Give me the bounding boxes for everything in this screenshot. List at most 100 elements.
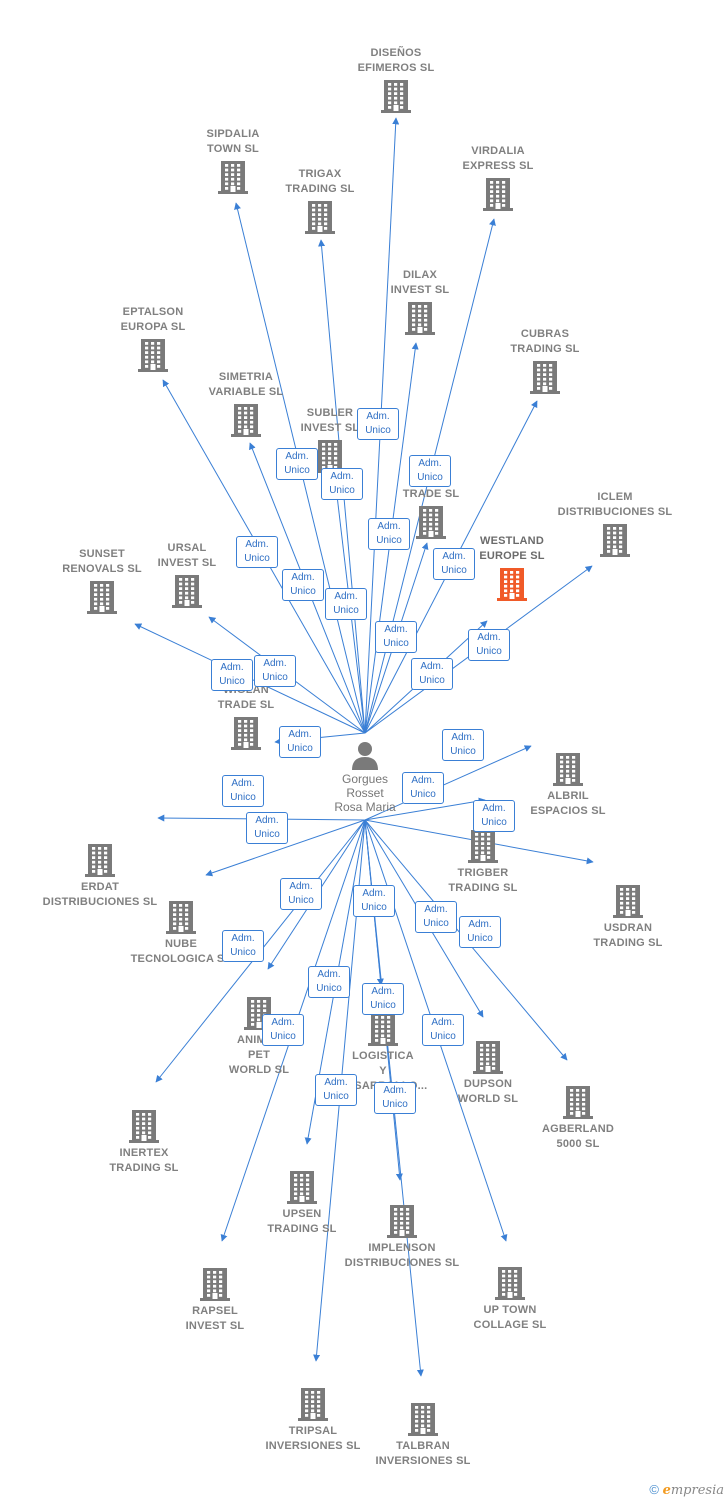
role-badge-simetria[interactable]: Adm. Unico <box>282 569 324 601</box>
company-label: DISEÑOS EFIMEROS SL <box>357 47 435 74</box>
company-trigax[interactable]: TRIGAX TRADING SL <box>255 167 385 234</box>
company-tripsal[interactable]: TRIPSAL INVERSIONES SL <box>248 1387 378 1454</box>
company-nube[interactable]: NUBE TECNOLOGICA SL <box>116 900 246 967</box>
company-upsen[interactable]: UPSEN TRADING SL <box>237 1170 367 1237</box>
role-badge-inertex[interactable]: Adm. Unico <box>222 930 264 962</box>
edge-trigber <box>364 797 486 821</box>
company-sipdalia[interactable]: SIPDALIA TOWN SL <box>168 127 298 194</box>
person-icon <box>352 742 378 770</box>
building-icon <box>563 1086 593 1119</box>
company-implenson[interactable]: IMPLENSON DISTRIBUCIONES SL <box>337 1204 467 1271</box>
company-inertex[interactable]: INERTEX TRADING SL <box>79 1109 209 1176</box>
building-icon <box>381 80 411 113</box>
role-badge-agberland[interactable]: Adm. Unico <box>459 916 501 948</box>
role-badge-dilax[interactable]: Adm. Unico <box>368 518 410 550</box>
center-person[interactable]: Gorgues Rosset Rosa Maria <box>315 740 415 814</box>
company-label: TALBRAN INVERSIONES SL <box>375 1440 471 1467</box>
role-badge-albril[interactable]: Adm. Unico <box>442 729 484 761</box>
role-badge-usdran[interactable]: Adm. Unico <box>473 800 515 832</box>
role-badge-upsen[interactable]: Adm. Unico <box>308 966 350 998</box>
building-icon <box>172 575 202 608</box>
company-wiglan[interactable]: WIGLAN TRADE SL <box>181 683 311 750</box>
role-badge-westland[interactable]: Adm. Unico <box>468 629 510 661</box>
company-label: SUNSET RENOVALS SL <box>62 548 142 575</box>
company-label: AGBERLAND 5000 SL <box>541 1123 615 1150</box>
edge-nube <box>205 819 366 877</box>
role-badge-nube[interactable]: Adm. Unico <box>246 812 288 844</box>
role-badge-disenos[interactable]: Adm. Unico <box>357 408 399 440</box>
company-label: DUPSON WORLD SL <box>457 1078 519 1105</box>
role-badge-cubras[interactable]: Adm. Unico <box>433 548 475 580</box>
company-sunset[interactable]: SUNSET RENOVALS SL <box>37 547 167 614</box>
building-icon <box>473 1041 503 1074</box>
company-label: SIMETRIA VARIABLE SL <box>208 371 284 398</box>
company-cubras[interactable]: CUBRAS TRADING SL <box>480 327 610 394</box>
role-badge-rapsel[interactable]: Adm. Unico <box>262 1014 304 1046</box>
building-icon <box>468 830 498 863</box>
company-label: WESTLAND EUROPE SL <box>479 535 545 562</box>
company-label: EPTALSON EUROPA SL <box>120 306 186 333</box>
company-westland[interactable]: WESTLAND EUROPE SL <box>447 534 577 601</box>
company-dilax[interactable]: DILAX INVEST SL <box>355 268 485 335</box>
role-badge-tripsal[interactable]: Adm. Unico <box>315 1074 357 1106</box>
role-badge-mtrade[interactable]: Adm. Unico <box>375 621 417 653</box>
company-virdalia[interactable]: VIRDALIA EXPRESS SL <box>433 144 563 211</box>
company-label: TRIGBER TRADING SL <box>448 867 518 894</box>
company-subler[interactable]: SUBLER INVEST SL <box>265 406 395 473</box>
role-badge-eptalson[interactable]: Adm. Unico <box>236 536 278 568</box>
company-disenos[interactable]: DISEÑOS EFIMEROS SL <box>331 46 461 113</box>
person-name: Gorgues Rosset Rosa Maria <box>334 772 396 814</box>
company-albril[interactable]: ALBRIL ESPACIOS SL <box>503 752 633 819</box>
company-label: DILAX INVEST SL <box>390 269 450 296</box>
role-badge-animal[interactable]: Adm. Unico <box>280 878 322 910</box>
company-animal[interactable]: ANIMAL PET WORLD SL <box>194 996 324 1078</box>
company-label: CUBRAS TRADING SL <box>510 328 580 355</box>
building-icon <box>85 844 115 877</box>
role-badge-wiglan[interactable]: Adm. Unico <box>279 726 321 758</box>
company-eptalson[interactable]: EPTALSON EUROPA SL <box>88 305 218 372</box>
company-dupson[interactable]: DUPSON WORLD SL <box>423 1040 553 1107</box>
company-erdat[interactable]: ERDAT DISTRIBUCIONES SL <box>35 843 165 910</box>
company-label: ICLEM DISTRIBUCIONES SL <box>557 491 673 518</box>
company-ursal[interactable]: URSAL INVEST SL <box>122 541 252 608</box>
company-simetria[interactable]: SIMETRIA VARIABLE SL <box>181 370 311 437</box>
role-badge-talbran[interactable]: Adm. Unico <box>374 1082 416 1114</box>
company-usdran[interactable]: USDRAN TRADING SL <box>563 884 693 951</box>
building-icon <box>138 339 168 372</box>
role-badge-subler[interactable]: Adm. Unico <box>325 588 367 620</box>
role-badge-dupson[interactable]: Adm. Unico <box>415 901 457 933</box>
role-badge-logistica[interactable]: Adm. Unico <box>353 885 395 917</box>
empresia-logo: empresia <box>662 1483 724 1498</box>
building-icon <box>613 885 643 918</box>
building-icon <box>287 1171 317 1204</box>
company-trigber[interactable]: TRIGBER TRADING SL <box>418 829 548 896</box>
company-label: ALBRIL ESPACIOS SL <box>530 790 606 817</box>
company-uptown[interactable]: UP TOWN COLLAGE SL <box>445 1266 575 1333</box>
role-badge-trigax[interactable]: Adm. Unico <box>321 468 363 500</box>
role-badge-ursal[interactable]: Adm. Unico <box>254 655 296 687</box>
role-badge-trigber[interactable]: Adm. Unico <box>402 772 444 804</box>
building-icon <box>231 404 261 437</box>
footer-brand: © empresia <box>649 1482 724 1498</box>
building-icon <box>305 201 335 234</box>
building-icon <box>405 302 435 335</box>
role-badge-uptown[interactable]: Adm. Unico <box>422 1014 464 1046</box>
building-icon <box>483 178 513 211</box>
company-rapsel[interactable]: RAPSEL INVEST SL <box>150 1267 280 1334</box>
company-talbran[interactable]: TALBRAN INVERSIONES SL <box>358 1402 488 1469</box>
role-badge-virdalia[interactable]: Adm. Unico <box>409 455 451 487</box>
role-badge-iclem[interactable]: Adm. Unico <box>411 658 453 690</box>
building-icon <box>298 1388 328 1421</box>
role-badge-sipdalia[interactable]: Adm. Unico <box>276 448 318 480</box>
company-iclem[interactable]: ICLEM DISTRIBUCIONES SL <box>550 490 680 557</box>
company-label: ERDAT DISTRIBUCIONES SL <box>42 881 158 908</box>
building-icon <box>368 1013 398 1046</box>
role-badge-implenson[interactable]: Adm. Unico <box>362 983 404 1015</box>
role-badge-erdat[interactable]: Adm. Unico <box>222 775 264 807</box>
building-icon <box>231 717 261 750</box>
company-label: URSAL INVEST SL <box>157 542 217 569</box>
building-icon <box>166 901 196 934</box>
role-badge-sunset[interactable]: Adm. Unico <box>211 659 253 691</box>
company-agberland[interactable]: AGBERLAND 5000 SL <box>513 1085 643 1152</box>
